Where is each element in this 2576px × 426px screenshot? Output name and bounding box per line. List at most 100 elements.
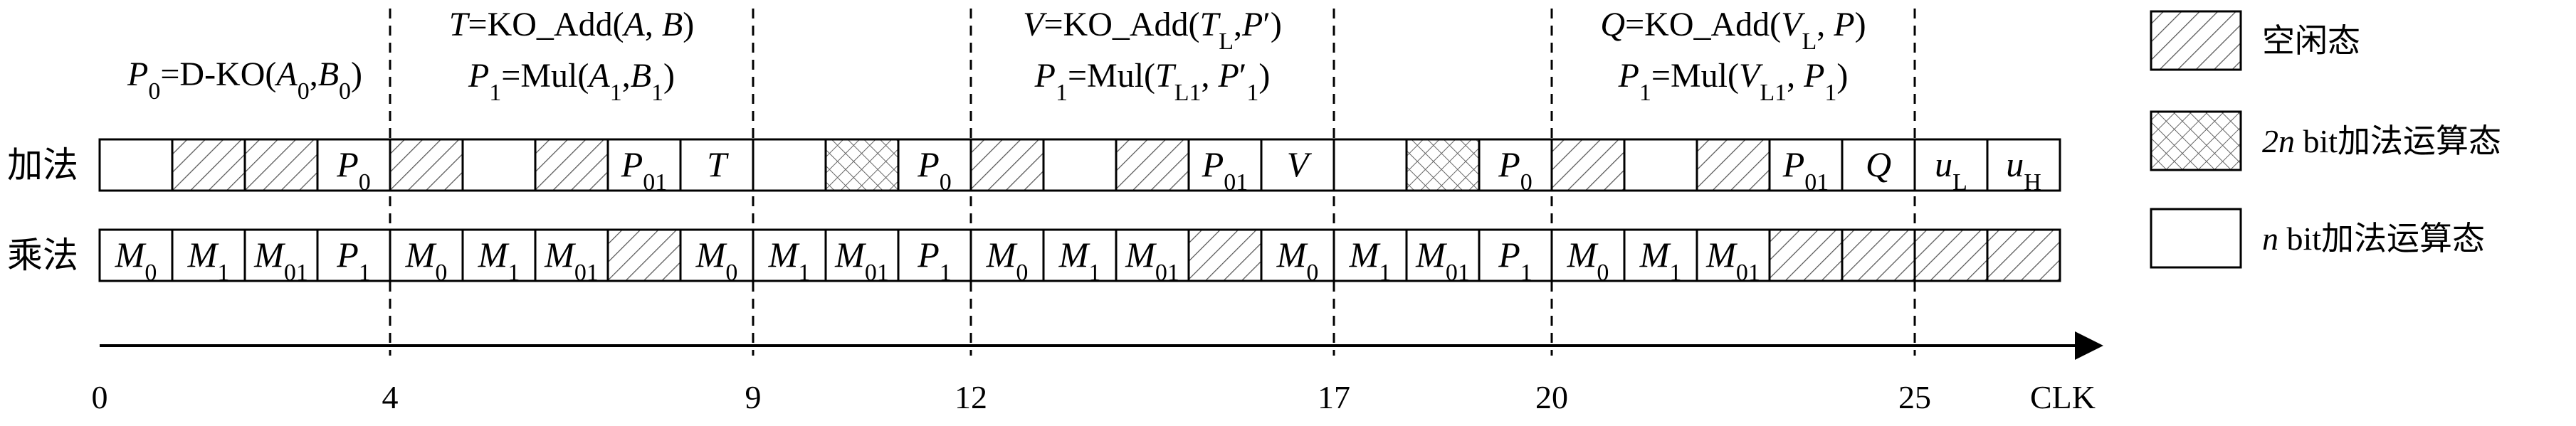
phase-1-line-1: T=KO_Add(A, B) <box>449 6 694 43</box>
add-cell-13-empty <box>1042 138 1118 192</box>
legend-label-idle: 空闲态 <box>2262 23 2360 59</box>
mul-cell-25-idle <box>1913 228 1989 282</box>
add-cell-20-idle <box>1550 138 1626 192</box>
mul-cell-8-text <box>679 228 755 282</box>
mul-cell-label-5: M1 <box>478 235 520 286</box>
add-cell-label-19: P0 <box>1498 144 1533 196</box>
mul-cell-21-text <box>1623 228 1698 282</box>
mul-cell-label-20: M0 <box>1567 235 1609 286</box>
add-cell-0-empty <box>98 138 174 192</box>
add-cell-label-3: P0 <box>336 144 371 196</box>
mul-cell-label-0: M0 <box>115 235 157 286</box>
mul-cell-label-9: M1 <box>768 235 811 286</box>
add-cell-10-cross <box>824 138 900 192</box>
mul-cell-label-13: M1 <box>1058 235 1101 286</box>
row-label-mul: 乘法 <box>7 235 78 275</box>
add-cell-label-26: uH <box>2006 144 2041 196</box>
add-cell-21-empty <box>1623 138 1698 192</box>
tick-label-20: 20 <box>1535 379 1568 415</box>
add-cell-label-11: P0 <box>917 144 952 196</box>
add-cell-11-text <box>897 138 972 192</box>
mul-cell-label-17: M1 <box>1349 235 1392 286</box>
mul-cell-15-idle <box>1187 228 1263 282</box>
add-cell-label-23: P01 <box>1782 144 1829 196</box>
mul-cell-label-10: M01 <box>834 235 889 286</box>
mul-cell-label-16: M0 <box>1276 235 1319 286</box>
phase-0-line-1: P0=D-KO(A0,B0) <box>127 55 362 105</box>
add-cell-24-text <box>1841 138 1916 192</box>
legend-swatch-idle <box>2150 10 2242 71</box>
add-cell-26-text <box>1986 138 2061 192</box>
mul-cell-13-text <box>1042 228 1118 282</box>
legend-swatch-cross <box>2150 110 2242 171</box>
add-cell-label-16: V <box>1287 144 1313 184</box>
add-cell-23-text <box>1768 138 1844 192</box>
add-cell-17-empty <box>1332 138 1408 192</box>
phase-3-line-1: Q=KO_Add(VL, P) <box>1600 6 1866 55</box>
mul-cell-7-idle <box>606 228 682 282</box>
mul-cell-label-19: P1 <box>1498 235 1533 286</box>
mul-cell-label-2: M01 <box>253 235 308 286</box>
add-cell-label-25: uL <box>1935 144 1967 196</box>
mul-cell-18-text <box>1405 228 1481 282</box>
add-cell-5-empty <box>461 138 537 192</box>
add-cell-3-text <box>316 138 391 192</box>
phase-2-line-1: V=KO_Add(TL,P′) <box>1023 6 1282 55</box>
tick-label-0: 0 <box>92 379 108 415</box>
mul-cell-label-3: P1 <box>336 235 371 286</box>
mul-cell-9-text <box>752 228 827 282</box>
add-cell-2-idle <box>243 138 319 192</box>
mul-cell-3-text <box>316 228 391 282</box>
add-cell-4-idle <box>389 138 464 192</box>
mul-cell-label-22: M01 <box>1705 235 1760 286</box>
row-label-add: 加法 <box>7 145 78 185</box>
add-cell-label-7: P01 <box>621 144 668 196</box>
mul-cell-label-14: M01 <box>1125 235 1179 286</box>
mul-cell-23-idle <box>1768 228 1844 282</box>
mul-cell-24-idle <box>1841 228 1916 282</box>
mul-cell-label-18: M01 <box>1415 235 1470 286</box>
add-cell-14-idle <box>1115 138 1190 192</box>
add-cell-19-text <box>1478 138 1553 192</box>
phase-dividers <box>389 9 1916 356</box>
add-cell-label-8: T <box>707 144 729 184</box>
add-cell-label-15: P01 <box>1202 144 1248 196</box>
mul-cell-label-21: M1 <box>1639 235 1682 286</box>
tick-label-12: 12 <box>955 379 987 415</box>
add-cell-15-text <box>1187 138 1263 192</box>
mul-cell-label-11: P1 <box>917 235 952 286</box>
phase-labels: P0=D-KO(A0,B0) T=KO_Add(A, B) P1=Mul(A1,B1… <box>127 6 1866 106</box>
mul-cell-label-12: M0 <box>986 235 1029 286</box>
mul-cell-26-idle <box>1986 228 2061 282</box>
axis-arrow <box>2075 331 2103 360</box>
phase-2-line-2: P1=Mul(TL1, P′1) <box>1034 57 1271 106</box>
mul-cell-10-text <box>824 228 900 282</box>
add-cell-label-24: Q <box>1866 144 1891 184</box>
add-cell-12-idle <box>969 138 1045 192</box>
mul-cell-22-text <box>1696 228 1771 282</box>
mul-cell-1-text <box>171 228 246 282</box>
axis-label: CLK <box>2030 379 2096 415</box>
phase-1-line-2: P1=Mul(A1,B1) <box>468 57 675 106</box>
legend-swatch-empty <box>2150 208 2242 269</box>
mul-cell-17-text <box>1332 228 1408 282</box>
legend-label-cross: 2n bit加法运算态 <box>2262 123 2501 159</box>
mul-cell-2-text <box>243 228 319 282</box>
phase-3-line-2: P1=Mul(VL1, P1) <box>1618 57 1849 106</box>
legend-label-empty: n bit加法运算态 <box>2262 220 2485 257</box>
tick-label-4: 4 <box>382 379 399 415</box>
add-cell-18-cross <box>1405 138 1481 192</box>
mul-cell-label-6: M01 <box>544 235 599 286</box>
mul-cell-label-4: M0 <box>405 235 448 286</box>
tick-label-9: 9 <box>745 379 762 415</box>
legend: 空闲态 2n bit加法运算态 n bit加法运算态 <box>2150 10 2501 269</box>
mul-cell-label-1: M1 <box>187 235 230 286</box>
mul-cell-19-text <box>1478 228 1553 282</box>
add-cell-9-empty <box>752 138 827 192</box>
add-cell-6-idle <box>534 138 609 192</box>
add-cell-1-idle <box>171 138 246 192</box>
tick-label-25: 25 <box>1898 379 1931 415</box>
add-cell-16-text <box>1260 138 1335 192</box>
